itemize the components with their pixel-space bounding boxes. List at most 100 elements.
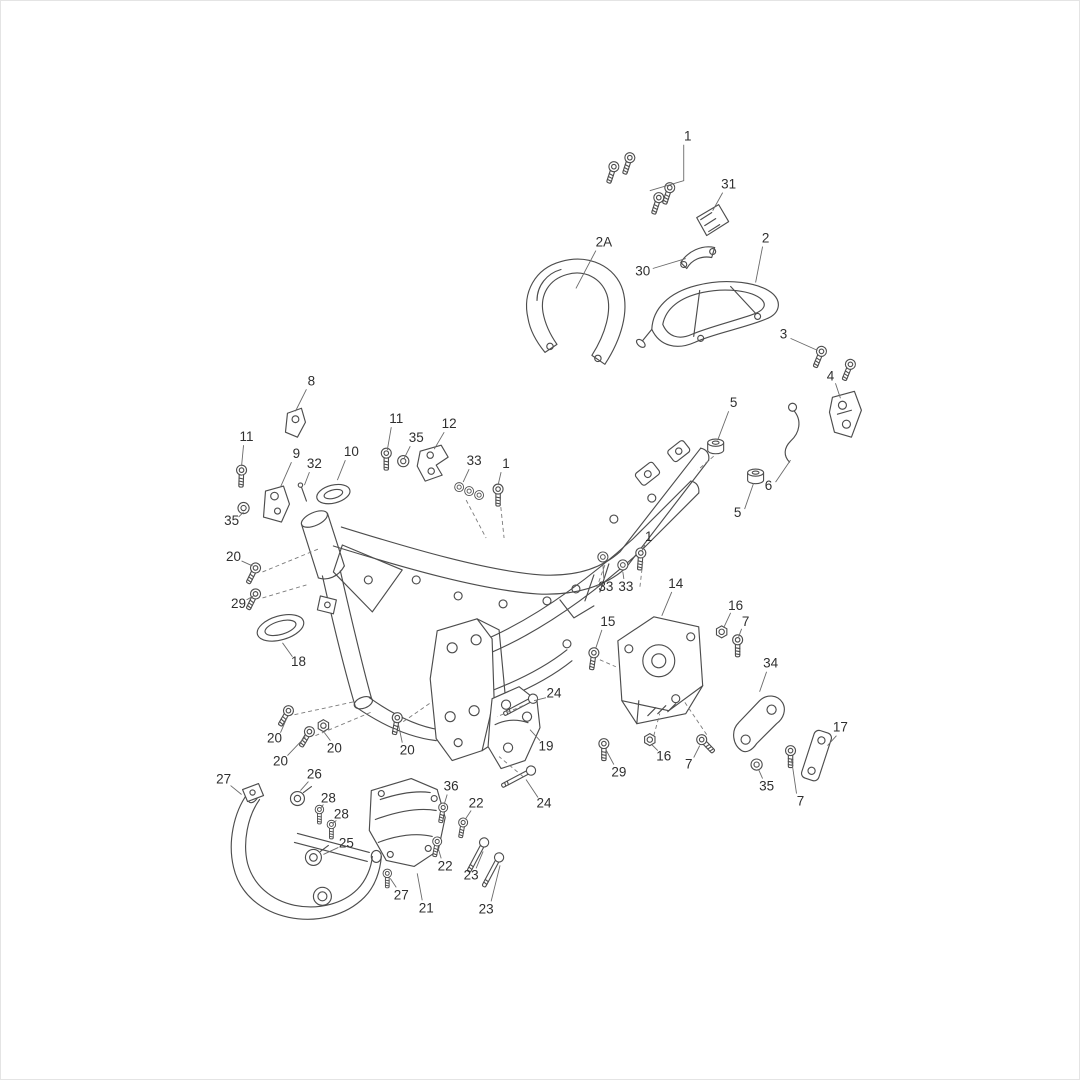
part-callout-21: 21 (419, 900, 434, 915)
leader-line-15 (595, 629, 603, 648)
leader-line-23 (490, 865, 501, 902)
part-12-bracket (416, 444, 449, 482)
part-callout-11: 11 (389, 411, 403, 426)
leader-line-20 (241, 560, 253, 567)
part-callout-25: 25 (339, 835, 354, 850)
bolt (598, 738, 610, 762)
leader-line-10 (336, 459, 346, 481)
leader-line-2A (575, 250, 597, 289)
part-callout-15: 15 (600, 614, 615, 629)
part-callout-32: 32 (307, 456, 322, 471)
leader-line-1 (497, 472, 502, 486)
part-callout-2: 2 (762, 231, 770, 246)
rubber-grommet (707, 438, 725, 455)
assembly-dashed-lines (262, 455, 714, 777)
leader-line-24 (525, 779, 539, 798)
leader-line-24 (533, 697, 547, 702)
leader-line-28 (320, 804, 324, 809)
part-callout-24: 24 (537, 796, 552, 811)
leader-line-29 (605, 749, 615, 765)
part-callout-16: 16 (656, 749, 671, 764)
part-callout-5: 5 (730, 395, 738, 410)
part-callout-8: 8 (308, 373, 316, 388)
bolt (694, 732, 718, 756)
bolt (784, 745, 797, 769)
part-callout-35: 35 (409, 430, 424, 445)
part-callout-3: 3 (780, 326, 788, 341)
part-callout-18: 18 (291, 654, 306, 669)
part-2-grab-rail (635, 281, 779, 348)
leader-line-16 (651, 744, 659, 751)
leader-line-35 (403, 445, 411, 459)
part-callout-34: 34 (763, 656, 778, 671)
part-2a-rear-rail (526, 258, 626, 365)
part-callout-1: 1 (645, 529, 653, 544)
part-callout-22: 22 (469, 796, 484, 811)
part-14-engine-bracket (617, 616, 704, 725)
part-9-bracket (262, 485, 291, 523)
part-callout-1: 1 (502, 456, 510, 471)
washer (597, 551, 609, 563)
part-callout-7: 7 (742, 614, 750, 629)
leader-line-33 (602, 563, 605, 579)
part-21-guard-plate (368, 777, 446, 867)
part-callout-30: 30 (635, 263, 650, 278)
part-callout-16: 16 (728, 598, 743, 613)
leader-line-7 (693, 745, 701, 758)
part-callout-24: 24 (546, 686, 561, 701)
part-callout-5: 5 (734, 505, 742, 520)
part-callout-9: 9 (293, 446, 301, 461)
leader-line-7 (738, 628, 743, 637)
washer (454, 482, 465, 493)
leader-line-33 (622, 571, 625, 579)
part-callout-26: 26 (307, 767, 322, 782)
leader-line-26 (300, 781, 309, 791)
part-callout-10: 10 (344, 444, 359, 459)
nut (317, 719, 330, 733)
part-31-pad (696, 204, 730, 237)
leader-line-34 (759, 671, 768, 692)
leader-line-16 (723, 612, 732, 629)
leader-line-22 (437, 848, 442, 859)
part-6-cable-guide (784, 402, 800, 463)
leader-line-7 (791, 759, 797, 794)
leader-line-8 (295, 389, 307, 412)
bolt (243, 586, 263, 612)
leader-line-9 (280, 461, 292, 488)
part-30-bracket (680, 246, 717, 270)
bolt (296, 724, 317, 750)
bolt (380, 447, 392, 471)
washer (617, 559, 629, 571)
part-callout-23: 23 (479, 901, 494, 916)
part-callout-20: 20 (226, 549, 241, 564)
part-10-pad (316, 483, 351, 505)
bolt (586, 646, 601, 671)
part-callout-36: 36 (444, 779, 459, 794)
leader-line-30 (652, 258, 686, 269)
part-27-crash-bar (230, 782, 382, 920)
part-callout-20: 20 (267, 731, 282, 746)
leader-line-23 (475, 851, 484, 869)
part-callout-27: 27 (216, 772, 231, 787)
leader-line-36 (443, 794, 448, 805)
leader-line-19 (529, 729, 541, 741)
part-callout-20: 20 (400, 743, 415, 758)
bolt (326, 819, 337, 840)
leader-line-21 (416, 873, 423, 901)
part-17-plate (800, 729, 833, 782)
part-callout-28: 28 (321, 791, 336, 806)
part-callout-22: 22 (438, 858, 453, 873)
long-bolt (479, 850, 506, 890)
part-callout-12: 12 (442, 416, 457, 431)
bolt (603, 159, 621, 185)
leader-line-22 (464, 810, 472, 820)
part-callout-14: 14 (668, 576, 683, 591)
part-8-bracket (284, 407, 307, 438)
leader-line-2 (755, 246, 764, 283)
leader-line-20 (397, 723, 403, 743)
bolt (455, 816, 469, 839)
leader-line-32 (304, 471, 310, 486)
washer (237, 501, 250, 515)
leader-line-35 (238, 511, 244, 518)
part-callout-29: 29 (611, 765, 626, 780)
